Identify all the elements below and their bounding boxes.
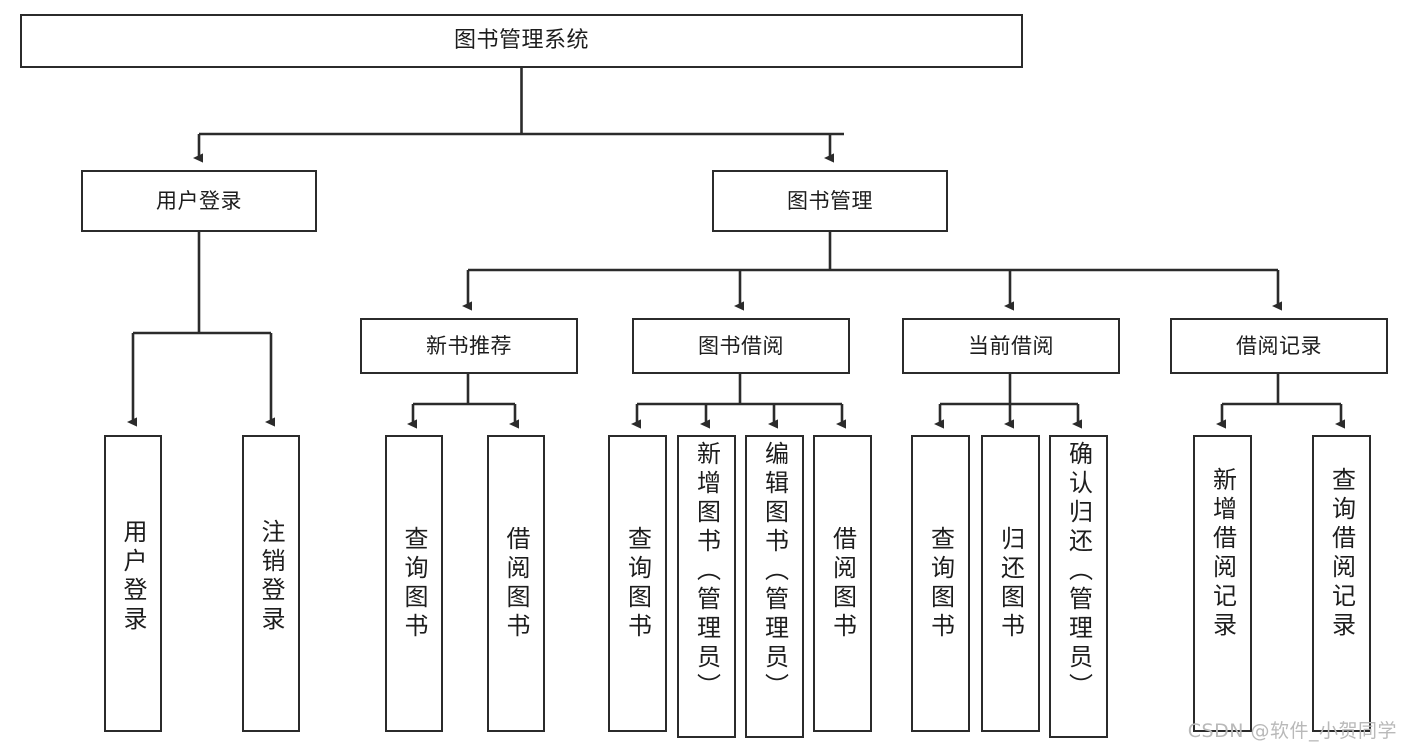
node-label: 查询借阅记录 bbox=[1327, 467, 1356, 641]
node-label: 查询图书 bbox=[926, 525, 955, 642]
node-book-management[interactable]: 图书管理 bbox=[712, 170, 948, 232]
node-label: 用户登录 bbox=[119, 519, 147, 635]
node-label: 图书管理系统 bbox=[453, 28, 589, 54]
node-user-login[interactable]: 用户登录 bbox=[81, 170, 317, 232]
node-leaf-logout[interactable]: 注销登录 bbox=[242, 435, 300, 732]
node-label: 查询图书 bbox=[400, 525, 428, 642]
node-borrow-record[interactable]: 借阅记录 bbox=[1170, 318, 1388, 374]
node-label: 新增借阅记录 bbox=[1208, 467, 1237, 641]
node-label: 当前借阅 bbox=[968, 333, 1054, 358]
node-leaf-return-book[interactable]: 归还图书 bbox=[981, 435, 1040, 732]
node-leaf-query-borrow-record[interactable]: 查询借阅记录 bbox=[1312, 435, 1371, 732]
node-current-borrow[interactable]: 当前借阅 bbox=[902, 318, 1120, 374]
node-label: 借阅图书 bbox=[502, 525, 530, 642]
node-leaf-add-book-admin[interactable]: 新增图书（管理员） bbox=[677, 435, 736, 738]
node-leaf-borrow-book-recommend[interactable]: 借阅图书 bbox=[487, 435, 545, 732]
node-leaf-query-book-current[interactable]: 查询图书 bbox=[911, 435, 970, 732]
node-label: 图书借阅 bbox=[698, 333, 784, 358]
node-label: 查询图书 bbox=[623, 525, 652, 642]
node-label: 注销登录 bbox=[257, 519, 285, 635]
watermark-text: CSDN @软件_小贺同学 bbox=[1187, 720, 1397, 742]
node-label: 图书管理 bbox=[787, 188, 873, 213]
node-label: 借阅图书 bbox=[828, 525, 857, 642]
node-root-system[interactable]: 图书管理系统 bbox=[20, 14, 1023, 68]
node-label: 新增图书（管理员） bbox=[692, 441, 721, 702]
node-book-borrow[interactable]: 图书借阅 bbox=[632, 318, 850, 374]
node-leaf-add-borrow-record[interactable]: 新增借阅记录 bbox=[1193, 435, 1252, 732]
node-leaf-user-login[interactable]: 用户登录 bbox=[104, 435, 162, 732]
node-label: 新书推荐 bbox=[426, 333, 512, 358]
node-label: 归还图书 bbox=[996, 525, 1025, 642]
node-leaf-query-book-borrow[interactable]: 查询图书 bbox=[608, 435, 667, 732]
node-new-book-recommend[interactable]: 新书推荐 bbox=[360, 318, 578, 374]
node-leaf-edit-book-admin[interactable]: 编辑图书（管理员） bbox=[745, 435, 804, 738]
node-label: 借阅记录 bbox=[1236, 333, 1322, 358]
node-label: 确认归还（管理员） bbox=[1064, 441, 1093, 702]
node-leaf-confirm-return-admin[interactable]: 确认归还（管理员） bbox=[1049, 435, 1108, 738]
node-leaf-query-book-recommend[interactable]: 查询图书 bbox=[385, 435, 443, 732]
node-label: 用户登录 bbox=[156, 188, 242, 213]
node-leaf-borrow-book[interactable]: 借阅图书 bbox=[813, 435, 872, 732]
node-label: 编辑图书（管理员） bbox=[760, 441, 789, 702]
